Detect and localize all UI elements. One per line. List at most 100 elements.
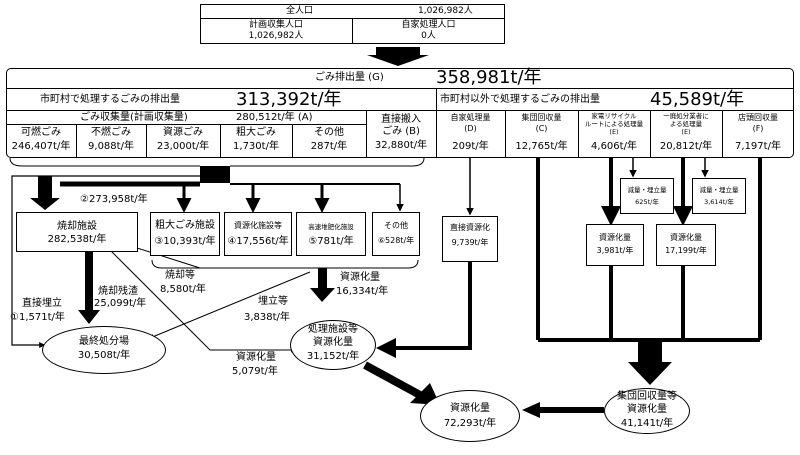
incineration-label: 焼却施設 [57, 221, 97, 232]
compost-facility [296, 212, 366, 256]
bulky-label: 粗大ごみ施設 [155, 220, 215, 231]
category-label: その他 [314, 127, 344, 138]
reduction-label-1: 減量・埋立量 [627, 186, 667, 194]
compost-value: ⑤781t/年 [308, 236, 354, 247]
divider [505, 110, 506, 158]
processing-value: 31,152t/年 [306, 351, 360, 362]
category-label: 粗大ごみ [236, 127, 276, 138]
other-item-label: 自家処理量 [450, 113, 491, 122]
self-population-value: 0人 [421, 31, 436, 41]
category-value: 246,407t/年 [11, 141, 71, 152]
planned-population-value: 1,026,982人 [248, 31, 304, 41]
other-item-label: ルートによる処理量 [584, 120, 644, 128]
total-resource-label: 資源化量 [450, 403, 490, 414]
divider [292, 124, 293, 158]
resource-facility [224, 212, 292, 256]
other-item-label: 一廃処分業者に [663, 112, 709, 120]
divider [650, 110, 651, 158]
direct-landfill-value: ①1,571t/年 [10, 312, 65, 323]
resource-facility-label: 資源化施設等 [234, 221, 282, 230]
direct-label-2: ごみ (B) [382, 126, 420, 137]
group-label-1: 集団回収量等 [617, 391, 677, 402]
other-item-label: 店頭回収量 [738, 113, 778, 122]
total-population-value: 1,026,982人 [418, 6, 473, 16]
category-label: 不燃ごみ [91, 127, 131, 138]
other-item-code: (D) [464, 124, 477, 133]
other-item-label: よる処理量 [669, 120, 703, 128]
residue-label: 焼却残渣 [98, 286, 138, 297]
discharge-label: ごみ排出量 (G) [315, 72, 384, 83]
discharge-value: 358,981t/年 [436, 67, 542, 88]
resource-label-2: 資源化量 [670, 233, 702, 242]
reduction-label-2: 減量・埋立量 [699, 186, 739, 194]
divider [578, 110, 579, 158]
compost-label: 高速堆肥化施設 [308, 223, 354, 231]
direct-value: 32,880t/年 [374, 140, 428, 151]
resource-box-1 [586, 224, 644, 266]
incin-other-value: 8,580t/年 [160, 284, 206, 295]
category-value: 23,000t/年 [156, 141, 210, 152]
other-item-code: (E) [609, 128, 619, 136]
other-facility-value: ⑥528t/年 [377, 236, 415, 245]
landfill-value: 3,838t/年 [244, 312, 290, 323]
bulky-facility [150, 212, 220, 256]
other-item-label: 集団回収量 [521, 113, 562, 122]
collection-value: 280,512t/年 (A) [236, 112, 313, 123]
landfill-label: 埋立等 [258, 296, 288, 307]
resource-amount-3-value: 5,079t/年 [232, 366, 278, 377]
total-resource-value: 72,293t/年 [443, 418, 497, 429]
direct-resource-box [442, 216, 498, 262]
group-value: 41,141t/年 [620, 418, 674, 429]
total-resource [420, 390, 520, 442]
reduction-value-2: 3,614t/年 [704, 198, 734, 206]
resource-box-2 [656, 224, 716, 266]
divider [76, 124, 77, 158]
divider [6, 110, 436, 111]
processing-facility [290, 320, 376, 370]
incin-other-label: 焼却等 [165, 270, 195, 281]
resource-label-1: 資源化量 [599, 233, 631, 242]
other-value: 45,589t/年 [650, 89, 745, 110]
other-item-value: 12,765t/年 [515, 141, 568, 152]
divider [220, 124, 221, 158]
divider [6, 88, 794, 89]
municipal-value: 313,392t/年 [236, 89, 342, 110]
reduction-box-1 [620, 178, 674, 214]
to-incineration-value: ②273,958t/年 [80, 194, 148, 205]
other-item-value: 20,812t/年 [659, 141, 713, 152]
divider [352, 18, 353, 44]
divider [146, 124, 147, 158]
other-label: 市町村以外で処理するごみの排出量 [440, 94, 600, 105]
other-item-code: (E) [681, 128, 691, 136]
direct-resource-value: 9,739t/年 [451, 238, 489, 247]
divider [366, 110, 367, 158]
category-value: 9,088t/年 [88, 141, 134, 152]
self-population-label: 自家処理人口 [401, 20, 456, 30]
other-item-code: (C) [535, 124, 548, 133]
resource-amount-value: 16,334t/年 [336, 286, 389, 297]
resource-value-1: 3,981t/年 [596, 246, 634, 255]
direct-resource-label: 直接資源化 [450, 223, 490, 232]
incineration-value: 282,538t/年 [47, 234, 107, 245]
other-item-value: 209t/年 [452, 141, 489, 152]
reduction-value-1: 625t/年 [635, 198, 659, 206]
other-item-value: 7,197t/年 [735, 141, 781, 152]
resource-facility-value: ④17,556t/年 [227, 236, 289, 247]
other-facility-label: その他 [384, 221, 408, 230]
divider [6, 124, 366, 125]
group-label-2: 資源化量 [627, 404, 667, 415]
population-arrow [367, 47, 429, 66]
municipal-label: 市町村で処理するごみの排出量 [40, 94, 180, 105]
category-label: 可燃ごみ [21, 127, 61, 138]
planned-population-label: 計画収集人口 [248, 20, 303, 30]
discharge-table [6, 68, 794, 158]
final-disposal-site [42, 326, 166, 374]
residue-value: 25,099t/年 [94, 298, 147, 309]
category-value: 1,730t/年 [233, 141, 279, 152]
divider [436, 110, 794, 111]
other-item-value: 4,606t/年 [591, 141, 637, 152]
resource-amount-3-label: 資源化量 [236, 352, 276, 363]
final-disposal-value: 30,508t/年 [77, 350, 131, 361]
group-collection [604, 388, 690, 434]
